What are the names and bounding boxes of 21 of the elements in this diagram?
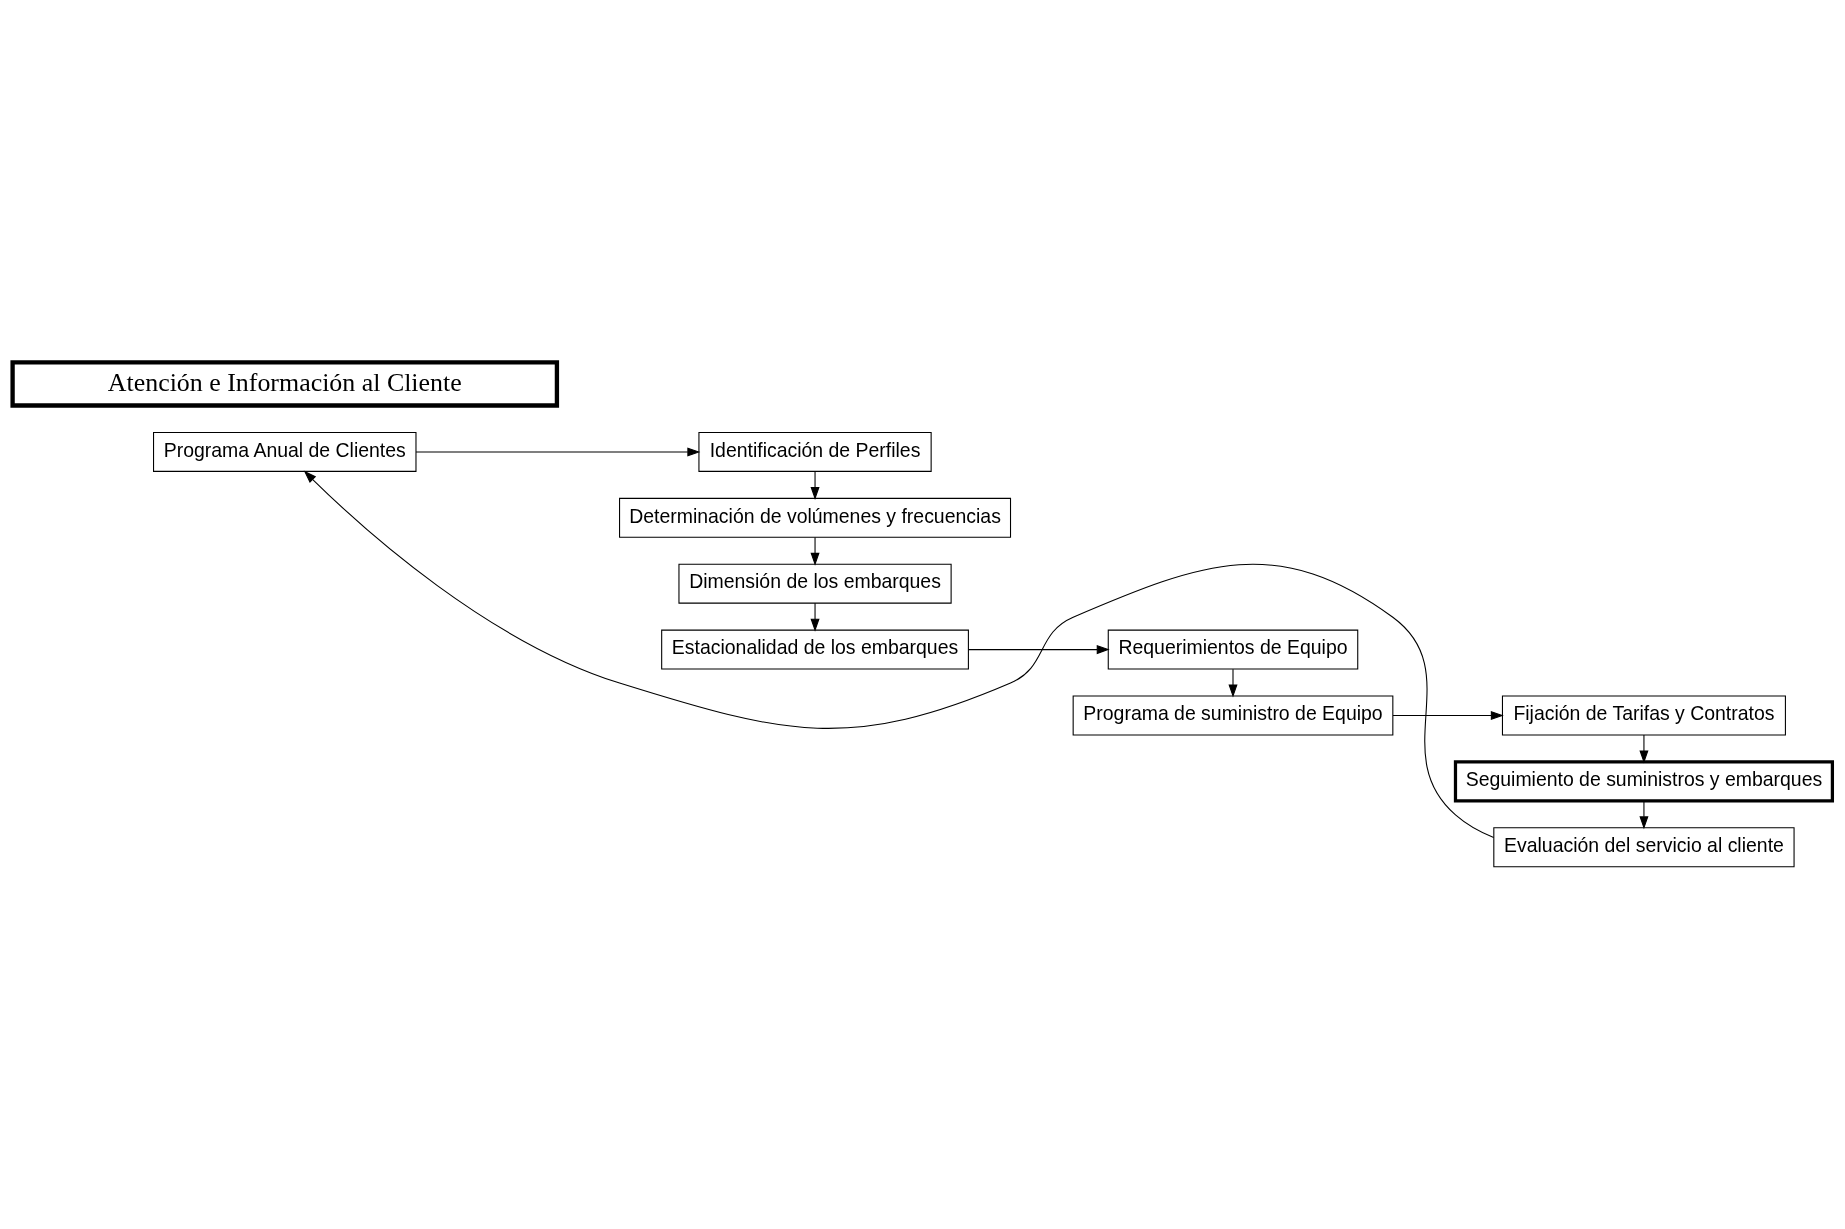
arrow: [1639, 734, 1649, 764]
node-box: Dimensión de los embarques: [678, 563, 952, 604]
arrow: [810, 470, 820, 500]
node-box: Estacionalidad de los embarques: [661, 629, 969, 670]
arrow: [810, 602, 820, 632]
node-box: Identificación de Perfiles: [698, 431, 932, 472]
arrow: [303, 470, 1495, 838]
node-box: Seguimiento de suministros y embarques: [1453, 760, 1834, 803]
arrow: [1639, 800, 1649, 830]
arrow: [968, 645, 1110, 655]
node-box: Programa de suministro de Equipo: [1072, 695, 1394, 736]
arrow: [810, 536, 820, 566]
node-box: Evaluación del servicio al cliente: [1493, 827, 1795, 868]
arrow: [415, 447, 701, 457]
node-box: Atención e Información al Cliente: [10, 360, 560, 408]
node-box: Determinación de volúmenes y frecuencias: [619, 497, 1012, 538]
arrow: [1228, 668, 1238, 698]
node-box: Programa Anual de Clientes: [153, 431, 417, 472]
node-box: Requerimientos de Equipo: [1107, 629, 1359, 670]
node-box: Fijación de Tarifas y Contratos: [1501, 695, 1786, 736]
arrow: [1392, 710, 1504, 721]
